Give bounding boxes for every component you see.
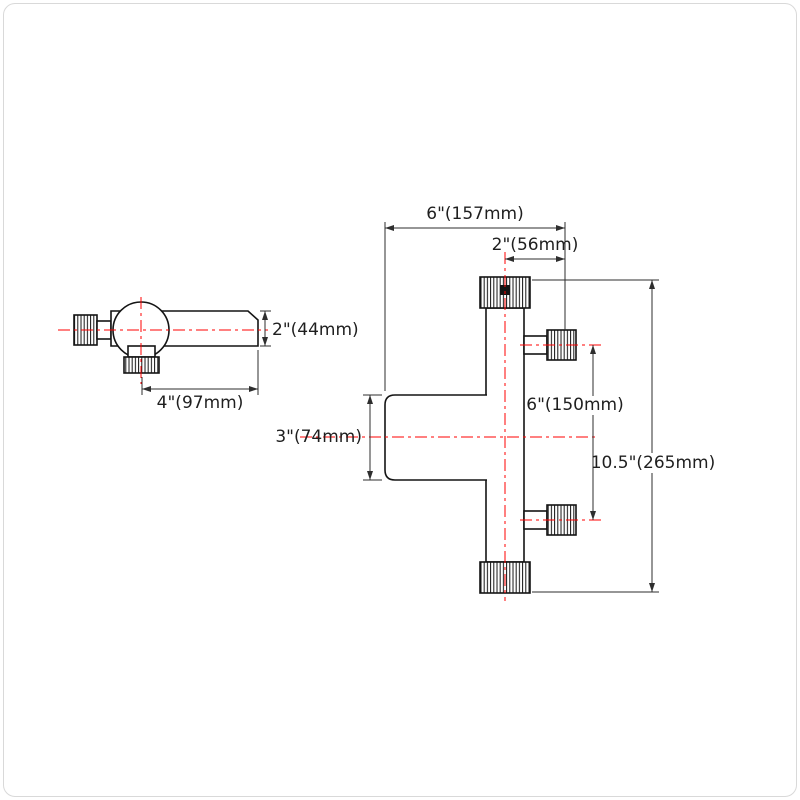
arrow-up-icon — [262, 311, 268, 320]
total-height-label: 10.5"(265mm) — [591, 453, 716, 473]
front-view: 6"(157mm) 2"(56mm) 3"(74mm) — [275, 204, 715, 601]
arrow-down-icon — [262, 337, 268, 346]
side-height-label: 2"(44mm) — [272, 320, 359, 340]
arrow-up-icon — [590, 345, 596, 354]
dim-front-offset: 2"(56mm) — [492, 235, 579, 262]
arrow-down-icon — [649, 583, 655, 592]
dim-total-height: 10.5"(265mm) — [532, 279, 716, 593]
arrow-left-icon — [385, 225, 394, 231]
dim-side-width: 4"(97mm) — [141, 350, 259, 413]
arrow-left-icon — [142, 386, 151, 392]
arrow-up-icon — [367, 395, 373, 404]
arrow-down-icon — [367, 471, 373, 480]
dim-handle-height: 3"(74mm) — [275, 394, 382, 481]
arrow-right-icon — [556, 225, 565, 231]
dim-front-total-width: 6"(157mm) — [384, 204, 566, 391]
front-offset-label: 2"(56mm) — [492, 235, 579, 255]
side-view: 2"(44mm) 4"(97mm) — [58, 297, 359, 413]
arrow-left-icon — [505, 256, 514, 262]
dim-side-height: 2"(44mm) — [260, 310, 359, 347]
valve-top-screw — [500, 285, 510, 295]
arrow-right-icon — [556, 256, 565, 262]
arrow-right-icon — [249, 386, 258, 392]
side-width-label: 4"(97mm) — [157, 393, 244, 413]
port-span-label: 6"(150mm) — [526, 395, 623, 415]
dim-port-span: 6"(150mm) — [526, 345, 624, 520]
handle-height-label: 3"(74mm) — [275, 427, 362, 447]
arrow-down-icon — [590, 511, 596, 520]
front-total-width-label: 6"(157mm) — [426, 204, 523, 224]
arrow-up-icon — [649, 280, 655, 289]
